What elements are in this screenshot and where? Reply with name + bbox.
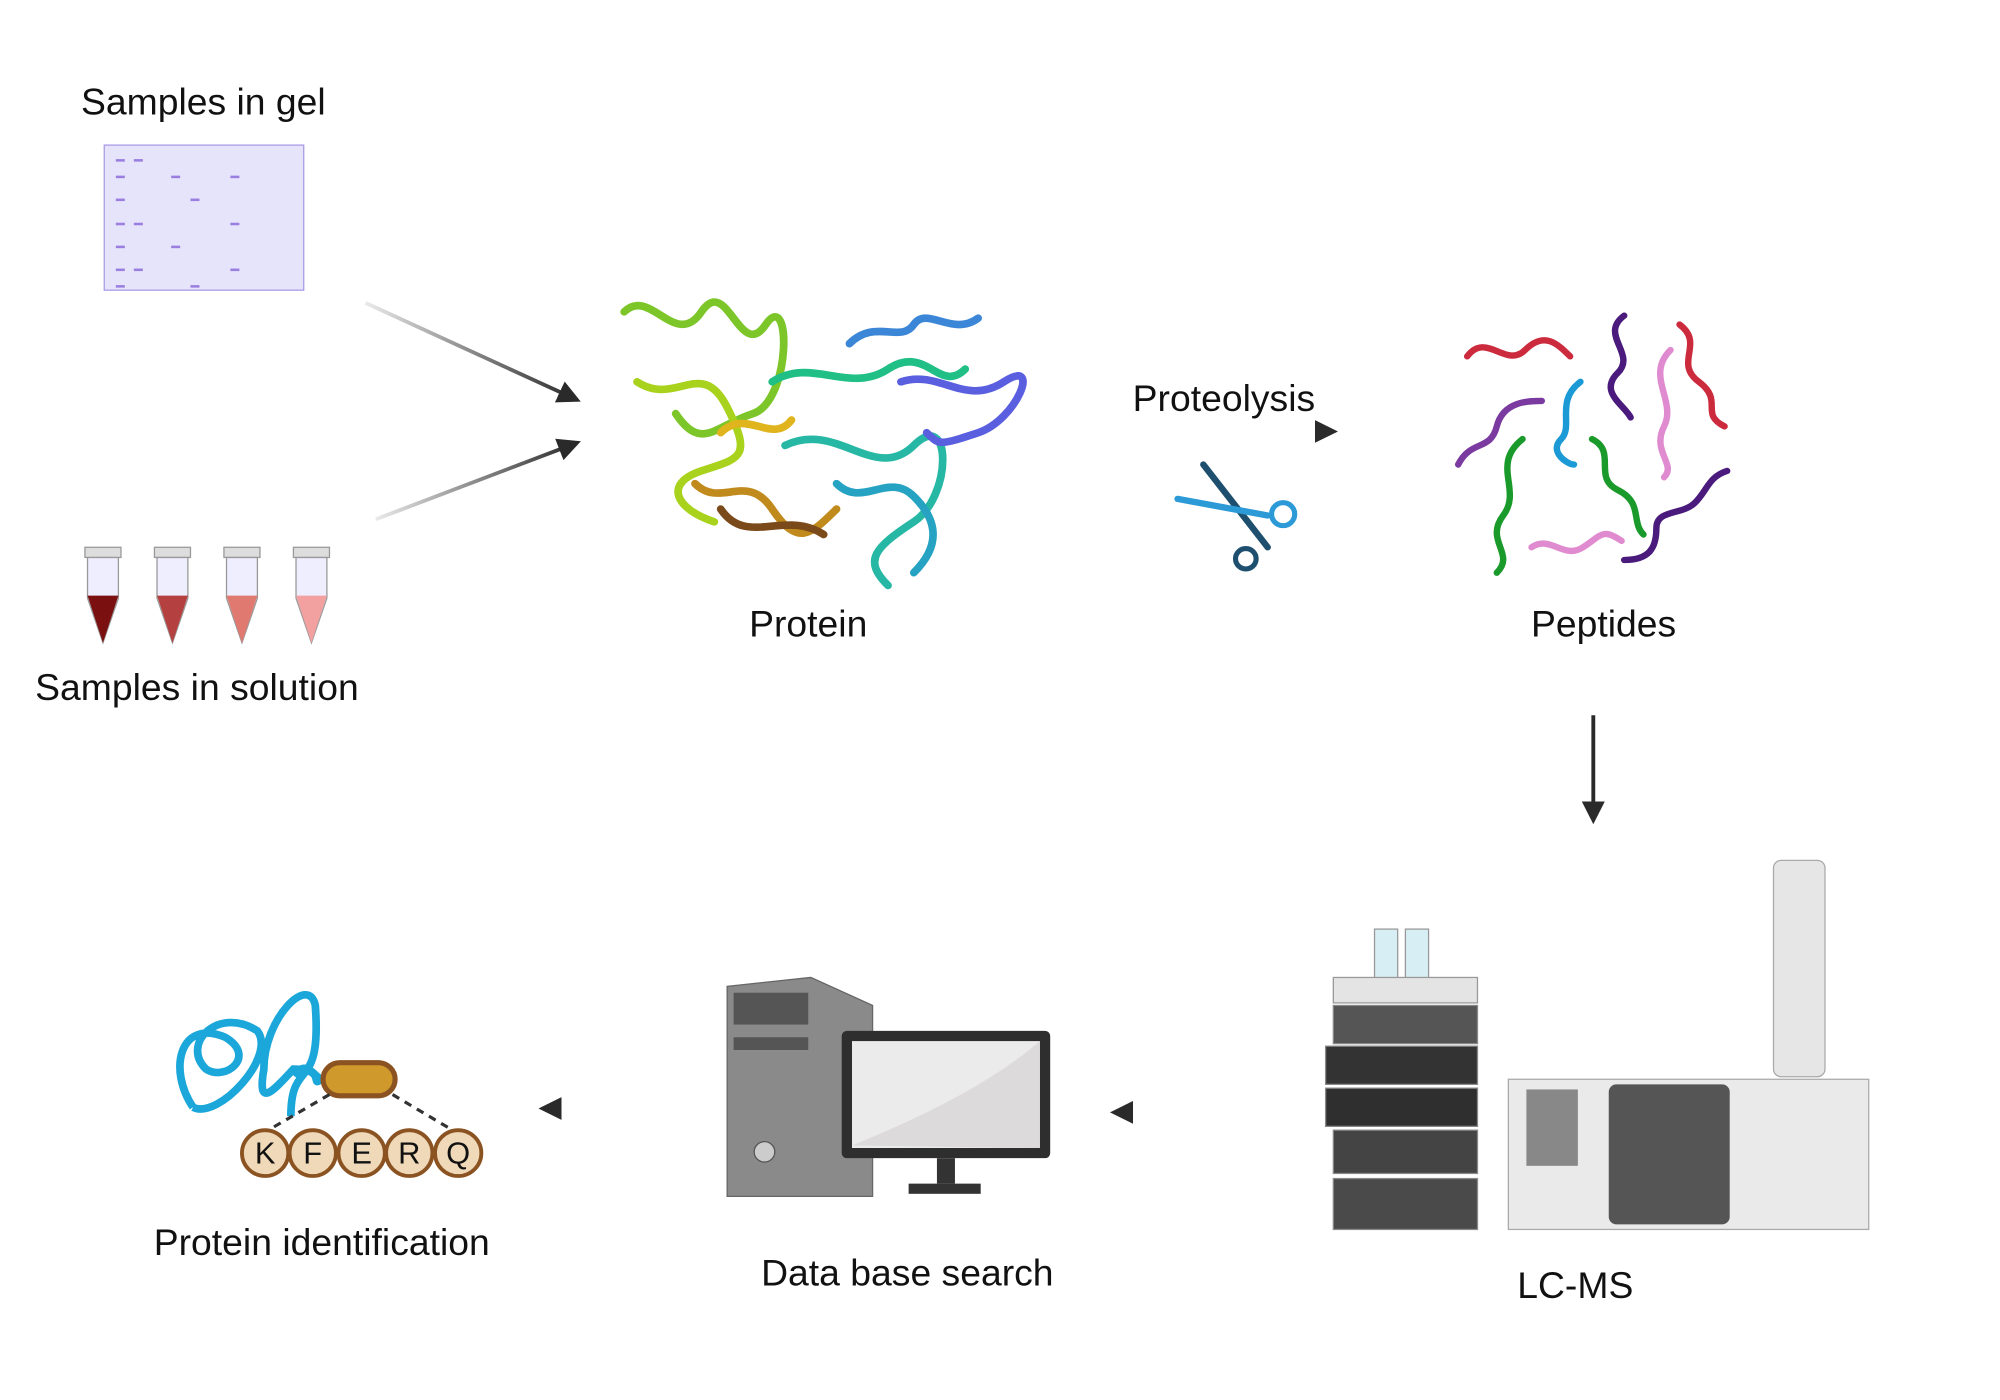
label-samples-in-gel: Samples in gel: [81, 81, 326, 123]
label-peptides: Peptides: [1531, 603, 1676, 645]
protein-structure-icon: [620, 298, 1027, 590]
amino-acid-bead: R: [384, 1128, 435, 1178]
svg-text:R: R: [398, 1136, 420, 1171]
label-samples-in-solution: Samples in solution: [35, 666, 359, 708]
label-lc-ms: LC-MS: [1517, 1264, 1633, 1306]
amino-acid-bead: E: [336, 1128, 387, 1178]
amino-acid-sequence: K F E R Q: [240, 1128, 484, 1178]
scissors-icon: [1174, 461, 1298, 572]
arrow-solution-to-protein: [375, 438, 581, 522]
svg-text:F: F: [303, 1136, 322, 1171]
lc-ms-instrument-icon: [1324, 859, 1870, 1231]
gel-icon: [103, 144, 305, 291]
label-database-search: Data base search: [761, 1252, 1053, 1294]
label-protein-identification: Protein identification: [154, 1221, 490, 1263]
svg-text:Q: Q: [446, 1136, 470, 1171]
label-protein: Protein: [749, 603, 867, 645]
svg-text:E: E: [351, 1136, 372, 1171]
svg-text:K: K: [255, 1136, 276, 1171]
amino-acid-bead: F: [287, 1128, 338, 1178]
amino-acid-bead: Q: [433, 1128, 484, 1178]
protein-sequence-icon: [176, 991, 458, 1135]
label-proteolysis: Proteolysis: [1133, 377, 1316, 419]
peptides-icon: [1454, 312, 1731, 576]
arrow-gel-to-protein: [364, 301, 581, 403]
computer-icon: [726, 976, 1051, 1197]
amino-acid-bead: K: [240, 1128, 291, 1178]
tube-icon: [84, 546, 331, 645]
